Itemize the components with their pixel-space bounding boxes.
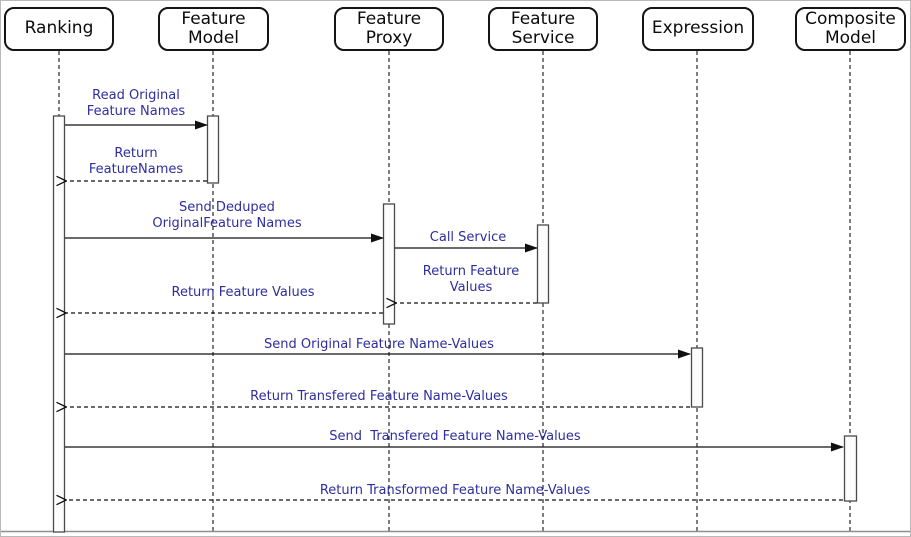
participant-composite-model-label: Composite Model [805, 8, 896, 48]
participant-feature-model: Feature Model [158, 7, 269, 51]
participant-feature-service-label: Feature Service [510, 8, 576, 48]
message-label-return-feature-values-service: Return Feature Values [422, 264, 520, 295]
message-label-send-transfered-feature-name-values: Send Transfered Feature Name-Values [329, 429, 581, 444]
message-label-return-feature-values-proxy: Return Feature Values [171, 285, 315, 300]
participant-feature-model-label: Feature Model [181, 8, 246, 48]
participant-ranking: Ranking [4, 7, 114, 51]
activation-feature-proxy [382, 203, 396, 325]
participant-feature-service: Feature Service [488, 7, 598, 51]
activation-feature-model [206, 115, 220, 184]
activation-expression [690, 347, 704, 408]
activation-composite-model [843, 435, 858, 502]
participant-ranking-label: Ranking [24, 18, 94, 39]
participant-expression-label: Expression [651, 18, 745, 39]
activation-ranking [52, 115, 66, 533]
message-label-send-deduped-originalfeature-names: Send Deduped OriginalFeature Names [152, 200, 302, 231]
message-label-send-original-feature-name-values: Send Original Feature Name-Values [264, 337, 494, 352]
message-label-return-featurenames: Return FeatureNames [88, 146, 184, 177]
message-label-call-service: Call Service [429, 230, 507, 245]
participant-feature-proxy: Feature Proxy [334, 7, 444, 51]
activation-feature-service [536, 224, 550, 304]
message-label-return-transfered-feature-name-values: Return Transfered Feature Name-Values [250, 389, 508, 404]
participant-expression: Expression [642, 7, 754, 51]
message-label-return-transformed-feature-name-values: Return Transformed Feature Name-Values [319, 483, 591, 498]
message-label-read-original-feature-names: Read Original Feature Names [86, 88, 186, 119]
participant-composite-model: Composite Model [795, 7, 906, 51]
participant-feature-proxy-label: Feature Proxy [356, 8, 422, 48]
